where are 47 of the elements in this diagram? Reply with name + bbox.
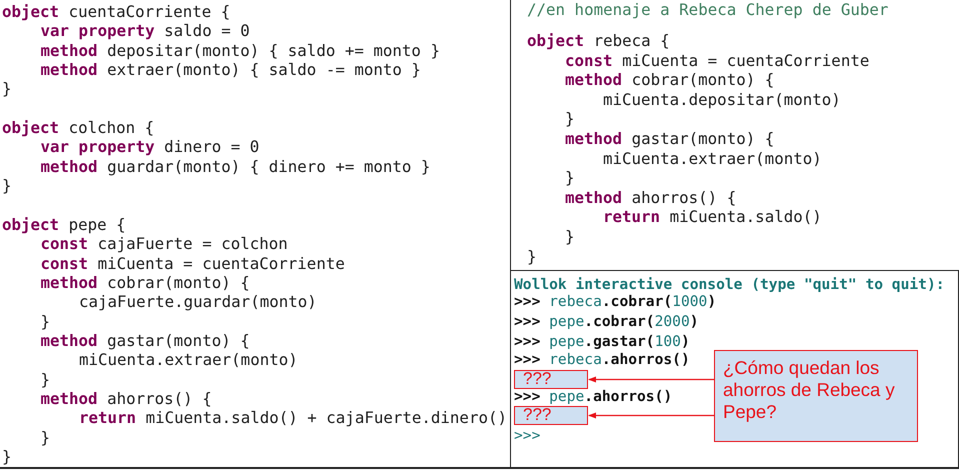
answer-box: ??? <box>514 370 588 389</box>
code-line: const miCuenta = cuentaCorriente <box>40 254 345 273</box>
console-line: >>> rebeca.cobrar(1000) <box>514 292 716 311</box>
code-line: object rebeca { <box>527 31 670 50</box>
code-line: method gastar(monto) { <box>40 330 250 350</box>
code-line: return miCuenta.saldo() <box>603 207 822 226</box>
code-line: cajaFuerte.guardar(monto) <box>79 292 317 312</box>
code-line: method cobrar(monto) { <box>40 272 250 292</box>
console-line: >>> pepe.gastar(100) <box>514 332 690 351</box>
code-line: method extraer(monto) { saldo -= monto } <box>40 60 421 80</box>
console-line: >>> pepe.cobrar(2000) <box>514 312 699 331</box>
code-line: } <box>2 447 12 466</box>
code-line: } <box>40 312 50 331</box>
console-line: >>> rebeca.ahorros() <box>514 350 690 369</box>
code-line: } <box>40 370 50 389</box>
console-line: >>> pepe.ahorros() <box>514 387 672 406</box>
code-line: miCuenta.depositar(monto) <box>603 90 841 109</box>
arrow <box>588 412 714 418</box>
code-line: const miCuenta = cuentaCorriente <box>565 50 870 70</box>
arrow <box>588 376 714 382</box>
code-comment: //en homenaje a Rebeca Cherep de Guber <box>527 0 888 19</box>
code-line: const cajaFuerte = colchon <box>40 234 288 254</box>
code-line: } <box>565 109 575 128</box>
code-line: method ahorros() { <box>40 389 212 408</box>
code-line: return miCuenta.saldo() + cajaFuerte.dinero() <box>79 408 507 428</box>
code-line: object cuentaCorriente { <box>2 2 230 21</box>
code-line: miCuenta.extraer(monto) <box>603 148 822 168</box>
console-line: >>> <box>514 426 540 445</box>
code-line: } <box>565 227 575 246</box>
code-line: method cobrar(monto) { <box>565 70 774 90</box>
code-line: var property saldo = 0 <box>40 21 250 40</box>
console-header: Wollok interactive console (type "quit" to quit): <box>514 275 945 294</box>
code-line: object colchon { <box>2 118 154 138</box>
code-line: method gastar(monto) { <box>565 129 774 148</box>
code-line: var property dinero = 0 <box>40 137 260 156</box>
callout-box: ¿Cómo quedan los ahorros de Rebeca y Pepe? <box>714 350 918 442</box>
code-line: } <box>565 168 575 188</box>
answer-box: ??? <box>514 406 588 425</box>
code-line: method depositar(monto) { saldo += monto } <box>40 40 440 60</box>
code-line: method ahorros() { <box>565 188 736 207</box>
code-line: method guardar(monto) { dinero += monto } <box>40 156 430 176</box>
code-line: } <box>2 79 12 98</box>
code-line: } <box>2 176 12 196</box>
code-line: miCuenta.extraer(monto) <box>79 350 298 370</box>
code-line: } <box>527 246 537 266</box>
code-line: object pepe { <box>2 214 126 234</box>
code-line: } <box>40 428 50 447</box>
